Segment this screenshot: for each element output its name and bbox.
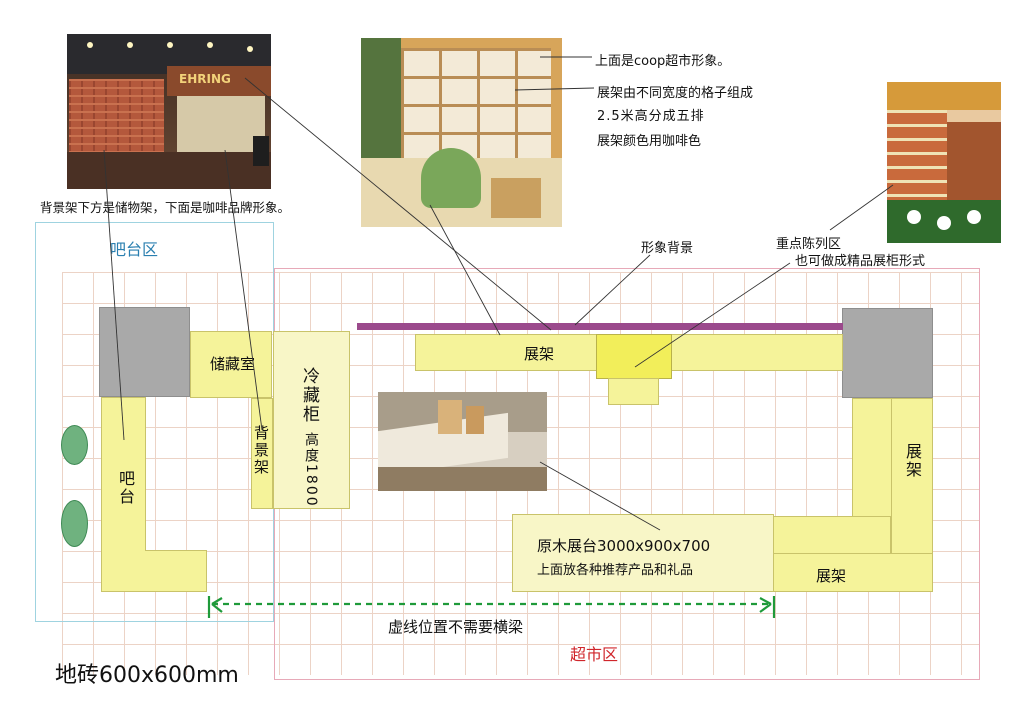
refrigerator — [273, 331, 350, 509]
right-shelf-outer — [891, 398, 933, 554]
image-backdrop-bar — [357, 323, 843, 330]
shelf-grid-note: 展架由不同宽度的格子组成 — [597, 86, 754, 101]
wood-table-photo — [378, 392, 547, 491]
column-left — [99, 307, 190, 397]
floor-tile-label: 地砖600x600mm — [55, 663, 239, 688]
storage-room — [190, 331, 272, 398]
display-counter-photo — [887, 82, 1001, 243]
back-shelf-note: 背景架下方是储物架，下面是咖啡品牌形象。 — [40, 200, 291, 215]
coop-image-note: 上面是coop超市形象。 — [595, 54, 731, 69]
wood-display-table-desc: 上面放各种推荐产品和礼品 — [537, 563, 694, 578]
storage-room-label: 储藏室 — [210, 355, 256, 373]
back-shelf — [251, 398, 273, 509]
cafe-sign-text: EHRING — [179, 72, 231, 86]
shelf-rows-note: 2.5米高分成五排 — [597, 109, 705, 124]
dashed-line-note: 虚线位置不需要横梁 — [388, 618, 524, 636]
image-backdrop-note: 形象背景 — [641, 241, 694, 256]
plant-top — [61, 425, 88, 465]
bar-zone-label: 吧台区 — [110, 240, 159, 259]
right-shelf-label: 展架 — [903, 443, 922, 479]
bar-counter-label: 吧台 — [116, 470, 135, 506]
top-shelf-label: 展架 — [524, 345, 555, 363]
refrigerator-label: 冷藏柜 — [299, 367, 319, 424]
supermarket-zone-label: 超市区 — [570, 645, 619, 664]
plant-bottom — [61, 500, 88, 547]
bottom-right-shelf-label: 展架 — [816, 567, 847, 585]
bar-counter-foot — [145, 550, 207, 592]
shelf-photo — [361, 38, 562, 227]
wood-display-table-title: 原木展台3000x900x700 — [537, 537, 711, 555]
focus-display-alt-note: 也可做成精品展柜形式 — [795, 254, 926, 269]
back-shelf-label: 背景架 — [252, 425, 270, 476]
wood-display-table — [512, 514, 774, 592]
shelf-color-note: 展架颜色用咖啡色 — [597, 134, 702, 149]
cafe-photo: EHRING — [67, 34, 271, 189]
focus-display-stand — [608, 378, 659, 405]
bottom-right-shelf — [773, 553, 933, 592]
focus-display-note: 重点陈列区 — [776, 237, 842, 252]
refrigerator-height-label: 高度1800 — [303, 432, 319, 508]
